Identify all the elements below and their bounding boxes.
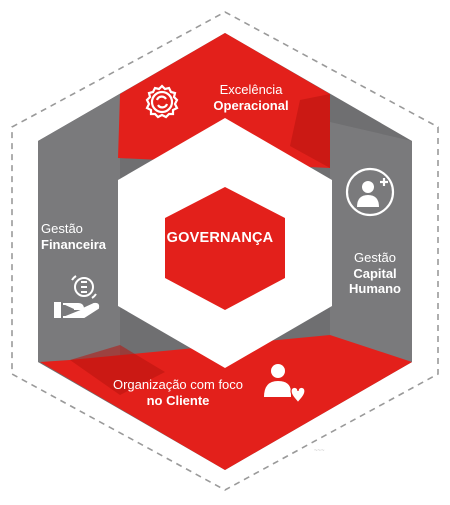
dashed-outline (11, 11, 439, 491)
label-excelencia-line2: Operacional (213, 97, 289, 113)
label-cliente: Organização com foco no Cliente (98, 377, 258, 408)
label-cliente-line2: no Cliente (146, 392, 210, 408)
center-label: GOVERNANÇA (166, 230, 274, 246)
label-excelencia: Excelência Operacional (196, 82, 306, 113)
excelencia-band (118, 33, 330, 168)
customer-heart-icon (264, 364, 306, 404)
label-cliente-line1: Organização com foco (112, 377, 244, 392)
tiny-mark: ~~~ (314, 448, 325, 454)
gear-cycle-icon (145, 84, 179, 119)
label-capital-line1: Gestão (354, 250, 396, 265)
capital-band (330, 122, 412, 408)
center-hexagon (165, 187, 285, 310)
money-hand-icon (54, 275, 100, 318)
cliente-shadow (70, 345, 165, 395)
label-financeira-line2: Financeira (41, 236, 107, 252)
label-financeira-line1: Gestão (41, 221, 83, 236)
label-capital-line2: Capital (353, 265, 397, 281)
label-capital-line3: Humano (349, 281, 401, 297)
label-capital-humano: Gestão Capital Humano (340, 250, 410, 297)
label-financeira: Gestão Financeira (41, 221, 121, 252)
excelencia-shadow (290, 94, 330, 168)
add-user-icon (345, 167, 395, 217)
label-excelencia-line1: Excelência (219, 82, 283, 97)
